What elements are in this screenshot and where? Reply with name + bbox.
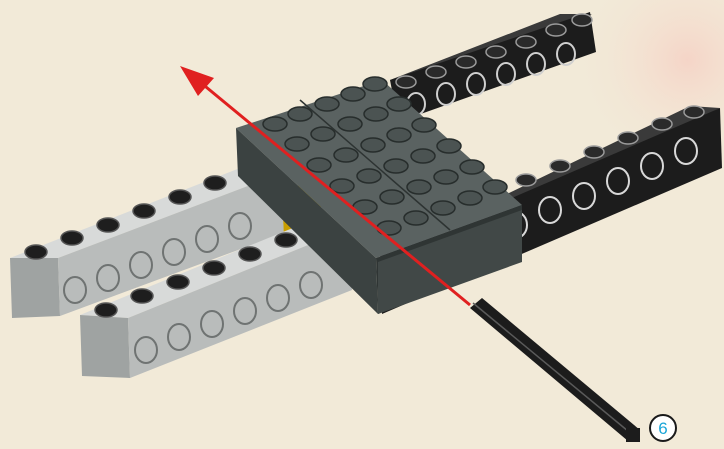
step-number: 6 [658, 420, 667, 437]
step-number-badge: 6 [649, 414, 677, 442]
